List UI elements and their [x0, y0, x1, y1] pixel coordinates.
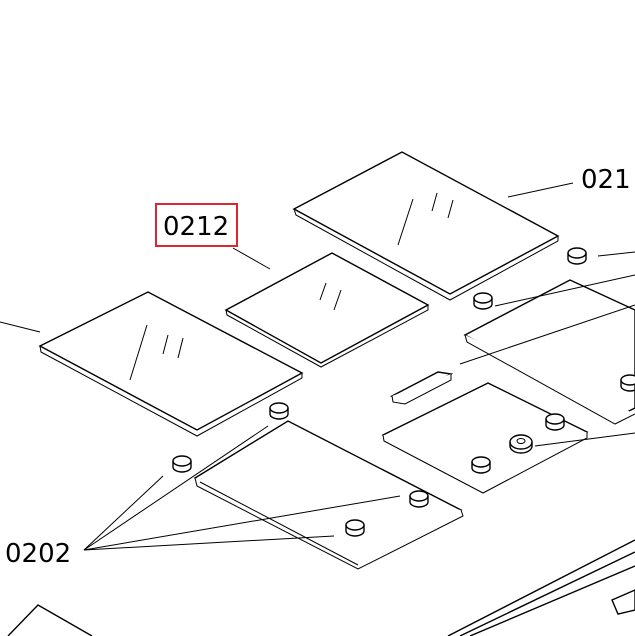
glass-panel-top[interactable] [292, 151, 560, 301]
grommet[interactable] [545, 413, 565, 431]
grommet[interactable] [620, 374, 635, 392]
highlight-box [155, 203, 238, 247]
partial-part-bottom-right [447, 539, 635, 636]
partial-part-bottom-left [7, 604, 93, 636]
grommet[interactable] [473, 292, 493, 310]
washer[interactable] [509, 434, 533, 454]
grommet[interactable] [409, 490, 429, 508]
glass-panel-left[interactable] [38, 291, 304, 437]
grommet[interactable] [172, 455, 192, 473]
grommet[interactable] [345, 519, 365, 537]
tray-bottom-left[interactable] [193, 420, 464, 570]
label-0212: 0212 [163, 212, 229, 242]
grommet[interactable] [471, 456, 491, 474]
tray-right[interactable] [463, 279, 635, 425]
leader-lines [0, 182, 635, 551]
grommet[interactable] [269, 402, 289, 420]
strip-part[interactable] [389, 371, 454, 405]
grommet[interactable] [567, 247, 587, 265]
label-021: 021 [581, 165, 631, 195]
label-0202: 0202 [5, 539, 71, 569]
glass-panel-center[interactable] [224, 252, 430, 368]
